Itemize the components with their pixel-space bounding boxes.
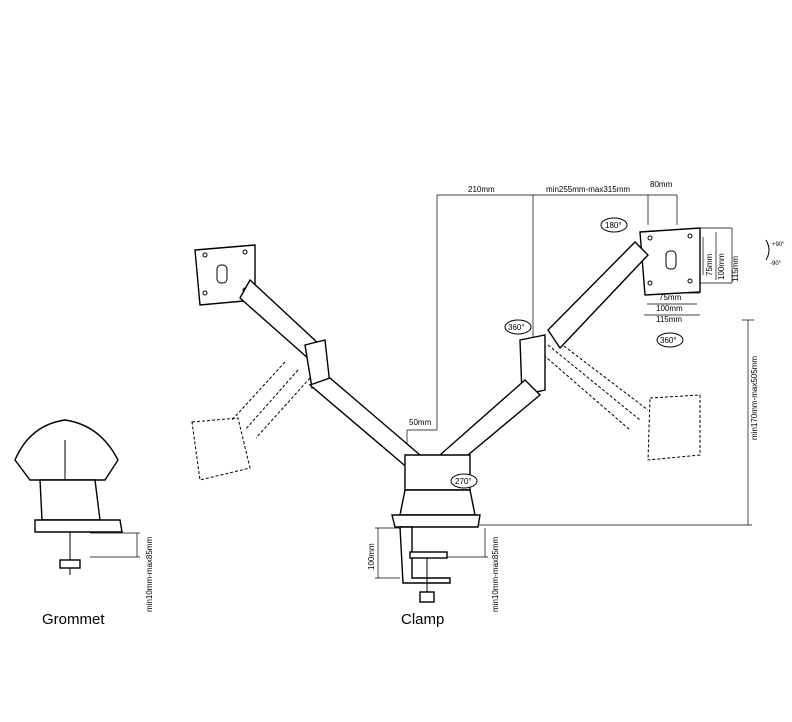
rotation-screen-360: 360°	[660, 336, 677, 345]
dim-75-h: 75mm	[705, 253, 714, 276]
dim-height-range: min170mm-max505mm	[750, 356, 759, 440]
rotation-badges	[450, 217, 770, 489]
dashed-arm-positions	[191, 339, 701, 481]
right-arm	[439, 227, 701, 472]
dim-115-w: 115mm	[656, 315, 682, 324]
tilt-down: -90°	[770, 261, 782, 267]
dim-grommet-thickness: min10mm-max85mm	[145, 537, 154, 612]
dim-210: 210mm	[468, 185, 495, 194]
left-arm	[194, 244, 421, 472]
rotation-base-270: 270°	[455, 477, 472, 486]
dim-100-h: 100mm	[717, 253, 726, 280]
grommet-label: Grommet	[42, 611, 105, 628]
clamp-assembly	[391, 454, 481, 603]
dim-clamp-100: 100mm	[367, 543, 376, 570]
dim-80: 80mm	[650, 180, 673, 189]
dim-50: 50mm	[409, 418, 432, 427]
tilt-up: +90°	[772, 242, 785, 248]
clamp-label: Clamp	[401, 611, 444, 628]
dim-75-w: 75mm	[659, 293, 682, 302]
dim-clamp-thickness: min10mm-max85mm	[491, 537, 500, 612]
dim-255-315: min255mm-max315mm	[546, 185, 630, 194]
dim-100-w: 100mm	[656, 304, 683, 313]
grommet-assembly	[14, 419, 123, 575]
dim-115-h: 115mm	[731, 256, 740, 282]
rotation-arm-360: 360°	[508, 323, 525, 332]
rotation-head-180: 180°	[605, 221, 622, 230]
